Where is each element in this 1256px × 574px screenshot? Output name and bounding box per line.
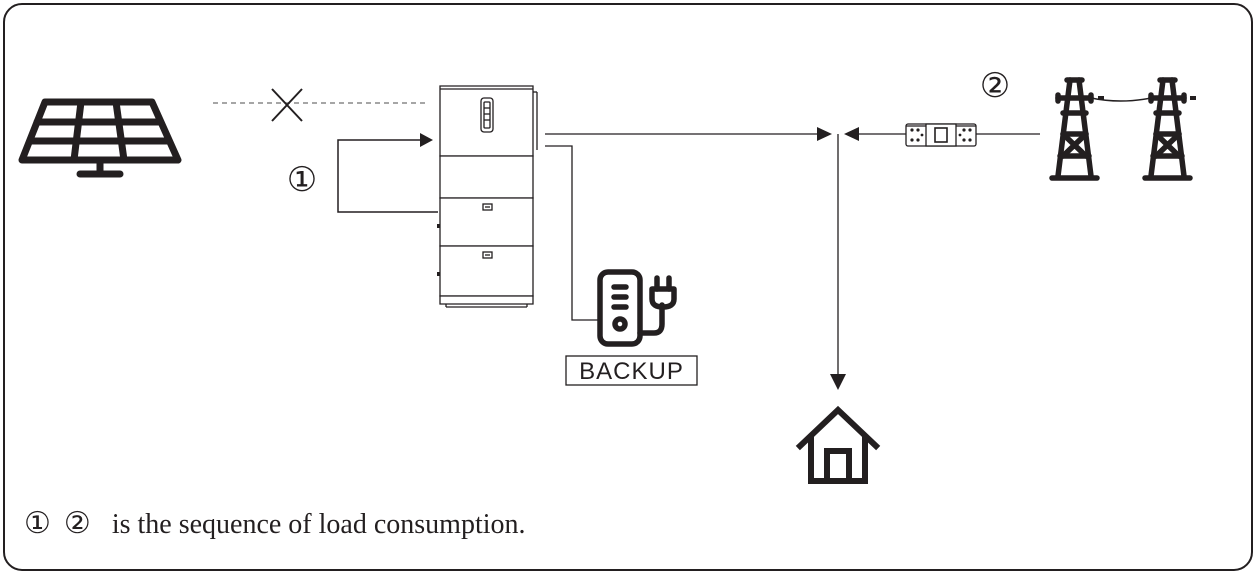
house-icon — [795, 405, 881, 484]
smart-meter-icon — [905, 123, 977, 147]
caption-step-two-marker: ② — [64, 507, 91, 540]
caption: ① ② is the sequence of load consumption. — [24, 507, 526, 540]
power-tower-icon — [1049, 77, 1193, 181]
transmission-wire — [1090, 97, 1152, 102]
loop-arrowhead — [420, 133, 433, 147]
blocked-x-marker — [271, 88, 303, 122]
caption-text: is the sequence of load consumption. — [112, 509, 526, 540]
self-consumption-loop — [337, 139, 438, 213]
grid-import-arrowhead — [844, 127, 859, 141]
meter-terminals — [910, 128, 972, 142]
solar-panel-icon — [18, 98, 182, 178]
stack-side-tab — [437, 224, 440, 228]
step-one-marker: ① — [287, 161, 317, 199]
inverter-output-arrowhead — [817, 127, 832, 141]
stack-side-tab — [437, 272, 440, 276]
backup-label-box — [565, 355, 698, 386]
backup-load-icon — [597, 269, 677, 347]
backup-line — [545, 145, 600, 321]
battery-inverter-icon — [439, 85, 538, 308]
step-two-marker: ② — [980, 67, 1010, 105]
house-arrowhead — [830, 374, 846, 390]
backup-label: BACKUP — [579, 358, 684, 385]
caption-step-one-marker: ① — [24, 507, 51, 540]
